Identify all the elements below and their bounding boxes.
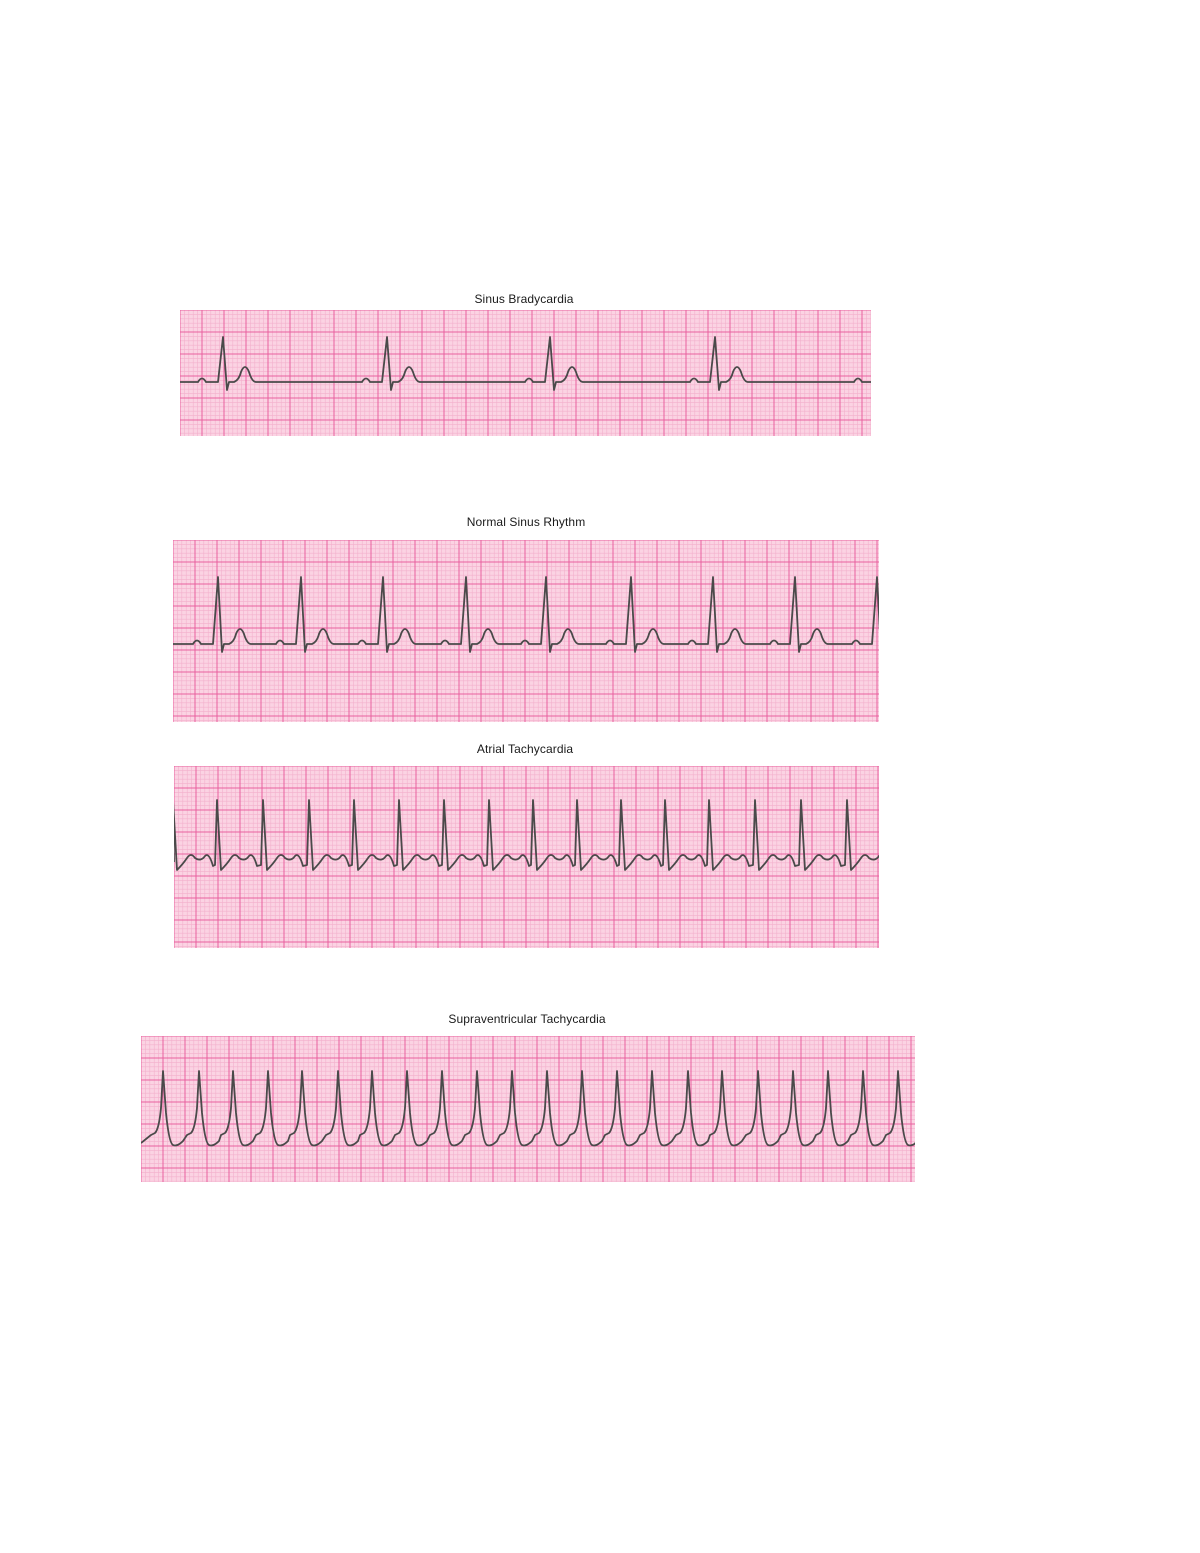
ecg-strip-sinus-bradycardia (180, 310, 871, 436)
ecg-grid-svg (180, 310, 871, 436)
ecg-grid-svg (141, 1036, 915, 1182)
strip-title-supraventricular-tachycardia: Supraventricular Tachycardia (448, 1012, 606, 1026)
ecg-trace (173, 576, 879, 653)
ecg-strip-supraventricular-tachycardia (141, 1036, 915, 1182)
strip-title-sinus-bradycardia: Sinus Bradycardia (474, 292, 574, 306)
ecg-strip-normal-sinus-rhythm (173, 540, 879, 722)
strip-title-atrial-tachycardia: Atrial Tachycardia (476, 742, 574, 756)
ecg-grid-svg (173, 540, 879, 722)
ecg-strip-atrial-tachycardia (174, 766, 879, 948)
strip-title-normal-sinus-rhythm: Normal Sinus Rhythm (466, 515, 586, 529)
ecg-trace (180, 336, 871, 391)
ecg-trace (141, 1070, 915, 1147)
ecg-grid-svg (174, 766, 879, 948)
ecg-trace (174, 799, 879, 871)
